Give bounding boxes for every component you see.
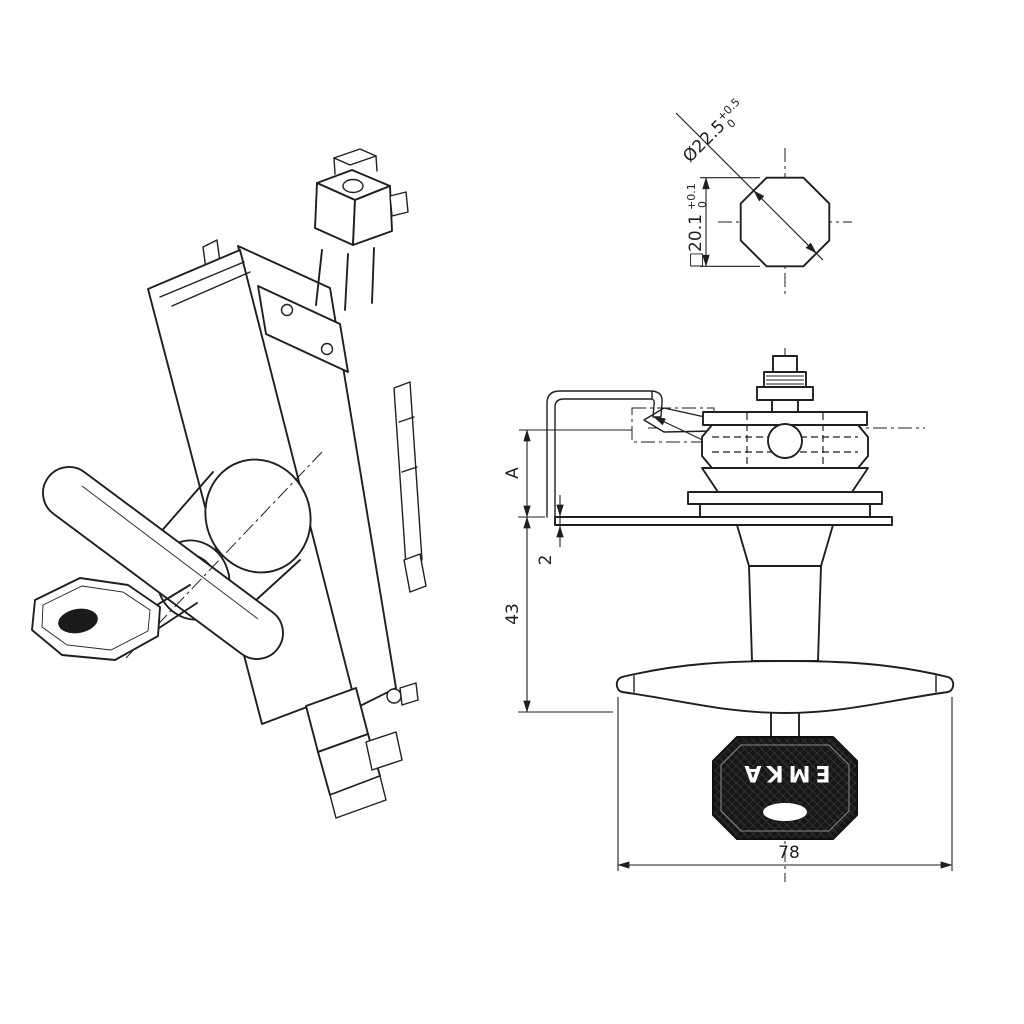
key-hole-iso <box>58 608 98 634</box>
view-cross-section: Ø22.5 +0.5 0 □20.1 +0.1 0 <box>675 96 852 296</box>
washer <box>687 491 883 505</box>
nut-hole <box>342 178 364 194</box>
top-nut-right <box>352 185 393 246</box>
handle-neck <box>736 524 834 567</box>
cam-ball <box>767 423 803 459</box>
t-handle-front <box>615 660 955 714</box>
key-hole-front <box>763 803 807 821</box>
side-screw <box>386 688 402 704</box>
mounting-plate <box>554 516 893 526</box>
diameter-dimension: Ø22.5 +0.5 0 <box>679 96 742 167</box>
case-top-flange <box>702 411 868 426</box>
spacer <box>699 503 871 518</box>
key-front: EMKA <box>712 736 858 840</box>
spindle-stem <box>315 247 375 311</box>
dim-height-label: 43 <box>503 603 523 625</box>
bolt-tip-front <box>772 355 798 373</box>
bolt-neck-front <box>771 399 799 413</box>
square-dimension: □20.1 +0.1 0 <box>685 183 709 268</box>
view-isometric <box>31 148 427 819</box>
cam-phantom-outline <box>631 407 715 443</box>
view-front: EMKA A 2 43 78 <box>503 348 955 882</box>
latch-hook <box>403 553 427 593</box>
lock-rosette <box>204 458 312 574</box>
foot-toe <box>329 775 387 819</box>
dim-width-label: 78 <box>778 843 800 863</box>
key-brand-label: EMKA <box>740 760 831 785</box>
side-clip <box>389 191 409 217</box>
square-tolerance-lower: 0 <box>696 201 709 208</box>
key-shaft-iso <box>151 584 198 631</box>
bolt-nut-front <box>763 371 807 388</box>
case-bottom-flange <box>701 467 869 493</box>
handle-stem <box>748 565 822 662</box>
foot-clip <box>365 731 403 771</box>
square-dimension-label: □20.1 <box>686 214 706 268</box>
dim-a-label: A <box>503 467 523 479</box>
bracket-hole <box>320 342 334 356</box>
t-handle-iso <box>42 466 284 660</box>
square-tolerance-upper: +0.1 <box>685 183 698 210</box>
bolt-collar-front <box>756 386 814 401</box>
latch-rail <box>393 381 423 567</box>
dim-thickness-label: 2 <box>536 555 556 566</box>
bolt-tip <box>333 148 377 166</box>
key-head-front <box>712 736 858 840</box>
bracket-hole <box>280 303 294 317</box>
clamp-bracket <box>546 390 663 518</box>
